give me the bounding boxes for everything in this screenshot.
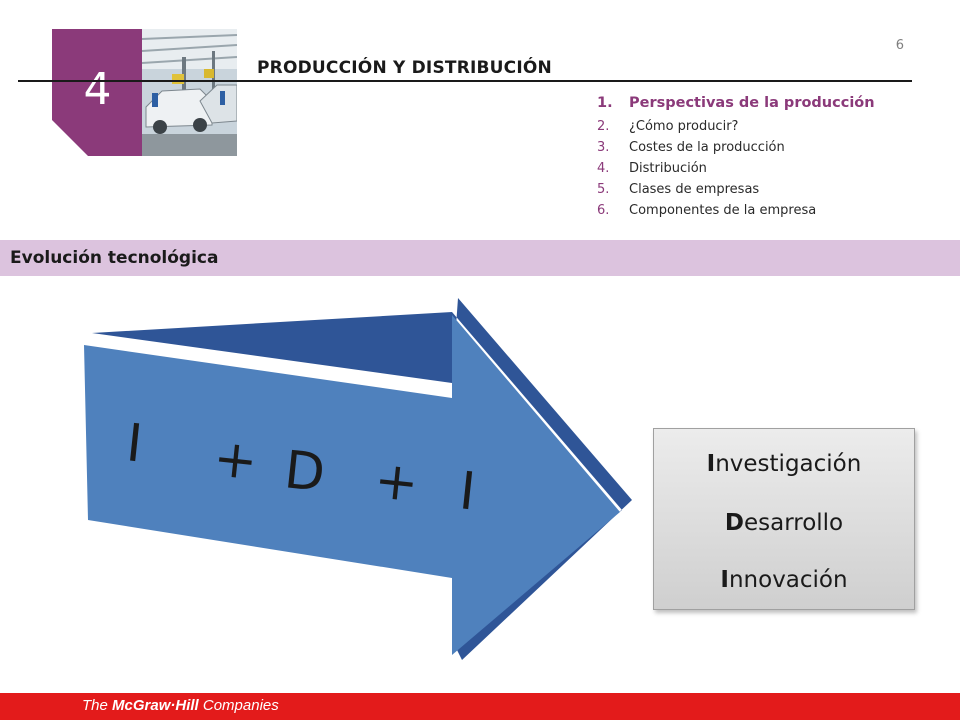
toc-item-number: 4. xyxy=(597,161,610,176)
toc-item-label: Perspectivas de la producción xyxy=(629,95,875,111)
arrow-face xyxy=(84,315,620,655)
factory-photo xyxy=(142,29,237,156)
idi-line-innovacion: Innovación xyxy=(654,567,914,593)
toc-item-label: Costes de la producción xyxy=(629,140,785,155)
logo-suffix: Companies xyxy=(198,697,279,714)
idi-line-investigacion: Investigación xyxy=(654,451,914,477)
header-divider xyxy=(18,80,912,82)
arrow-letter-d: D xyxy=(282,440,328,504)
idi-rest: esarrollo xyxy=(743,510,844,536)
logo-prefix: The xyxy=(82,697,113,714)
toc-item[interactable]: 3. Costes de la producción xyxy=(597,140,875,161)
footer-bar xyxy=(0,693,960,720)
toc-item[interactable]: 4. Distribución xyxy=(597,161,875,182)
idi-initial: I xyxy=(720,567,729,593)
arrow-plus-1: + xyxy=(211,428,261,492)
chapter-badge-corner xyxy=(52,120,88,156)
header-title: PRODUCCIÓN Y DISTRIBUCIÓN xyxy=(257,58,552,78)
page-number: 6 xyxy=(895,38,904,53)
toc-item[interactable]: 5. Clases de empresas xyxy=(597,182,875,203)
toc-item-number: 5. xyxy=(597,182,610,197)
idi-arrow: I + D + I xyxy=(84,298,632,660)
toc-item-number: 2. xyxy=(597,119,610,134)
publisher-logo: The McGraw·Hill Companies xyxy=(82,697,279,714)
toc-item[interactable]: 2. ¿Cómo producir? xyxy=(597,119,875,140)
toc-item-number: 1. xyxy=(597,95,613,111)
toc-item[interactable]: 6. Componentes de la empresa xyxy=(597,203,875,224)
idi-line-desarrollo: Desarrollo xyxy=(654,510,914,536)
toc-item-label: Componentes de la empresa xyxy=(629,203,817,218)
arrow-edge xyxy=(92,298,632,660)
toc-item-label: Distribución xyxy=(629,161,707,176)
arrow-plus-2: + xyxy=(372,450,422,514)
toc-item-number: 6. xyxy=(597,203,610,218)
arrow-letter-i-2: I xyxy=(457,461,479,522)
section-title: Evolución tecnológica xyxy=(10,248,219,268)
idi-initial: I xyxy=(706,451,716,477)
idi-rest: nnovación xyxy=(728,567,848,593)
arrow-letter-i-1: I xyxy=(124,413,146,474)
table-of-contents: 1. Perspectivas de la producción 2. ¿Cómo … xyxy=(597,95,875,224)
toc-item-number: 3. xyxy=(597,140,610,155)
toc-item-label: ¿Cómo producir? xyxy=(629,119,739,134)
idi-rest: nvestigación xyxy=(715,451,862,477)
toc-item[interactable]: 1. Perspectivas de la producción xyxy=(597,95,875,119)
toc-item-label: Clases de empresas xyxy=(629,182,760,197)
logo-brand: McGraw·Hill xyxy=(112,697,199,714)
section-bar xyxy=(0,240,960,276)
chapter-number: 4 xyxy=(83,64,112,115)
idi-initial: D xyxy=(724,510,744,536)
idi-definition-box: Investigación Desarrollo Innovación xyxy=(653,428,915,610)
